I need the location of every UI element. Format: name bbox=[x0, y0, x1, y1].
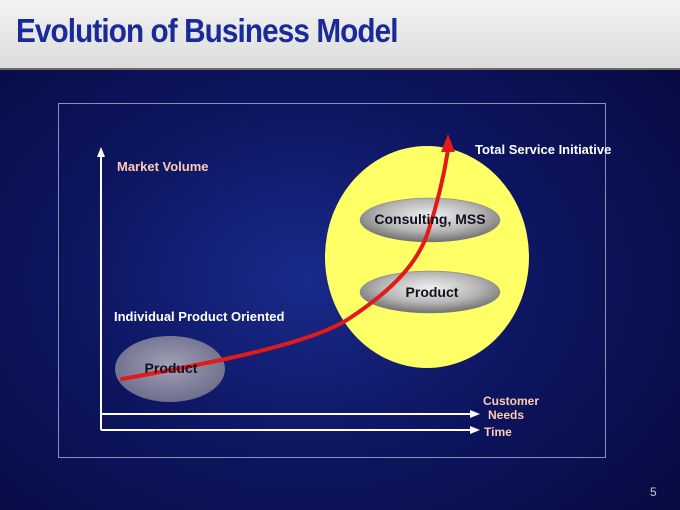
page-number: 5 bbox=[650, 485, 657, 499]
y-axis-label: Market Volume bbox=[117, 159, 209, 174]
header-divider bbox=[0, 68, 680, 70]
total-product-label: Product bbox=[405, 284, 459, 300]
time-axis-arrowhead bbox=[470, 426, 480, 434]
total-service-heading: Total Service Initiative bbox=[475, 142, 612, 157]
individual-product-label: Product bbox=[144, 360, 198, 376]
customer-axis-label: Customer bbox=[483, 394, 540, 408]
y-axis-arrowhead bbox=[97, 147, 105, 157]
total-service-circle bbox=[325, 146, 529, 368]
growth-curve-arrowhead bbox=[441, 134, 455, 152]
growth-curve bbox=[120, 148, 450, 381]
customer-needs-axis-arrowhead bbox=[470, 410, 480, 418]
consulting-label: Consulting, MSS bbox=[374, 211, 486, 227]
slide-header bbox=[0, 0, 680, 68]
slide-title: Evolution of Business Model bbox=[16, 12, 399, 49]
diagram-frame bbox=[58, 103, 606, 458]
individual-product-heading: Individual Product Oriented bbox=[114, 309, 285, 324]
needs-axis-label: Needs bbox=[488, 408, 525, 422]
time-axis-label: Time bbox=[484, 425, 512, 439]
